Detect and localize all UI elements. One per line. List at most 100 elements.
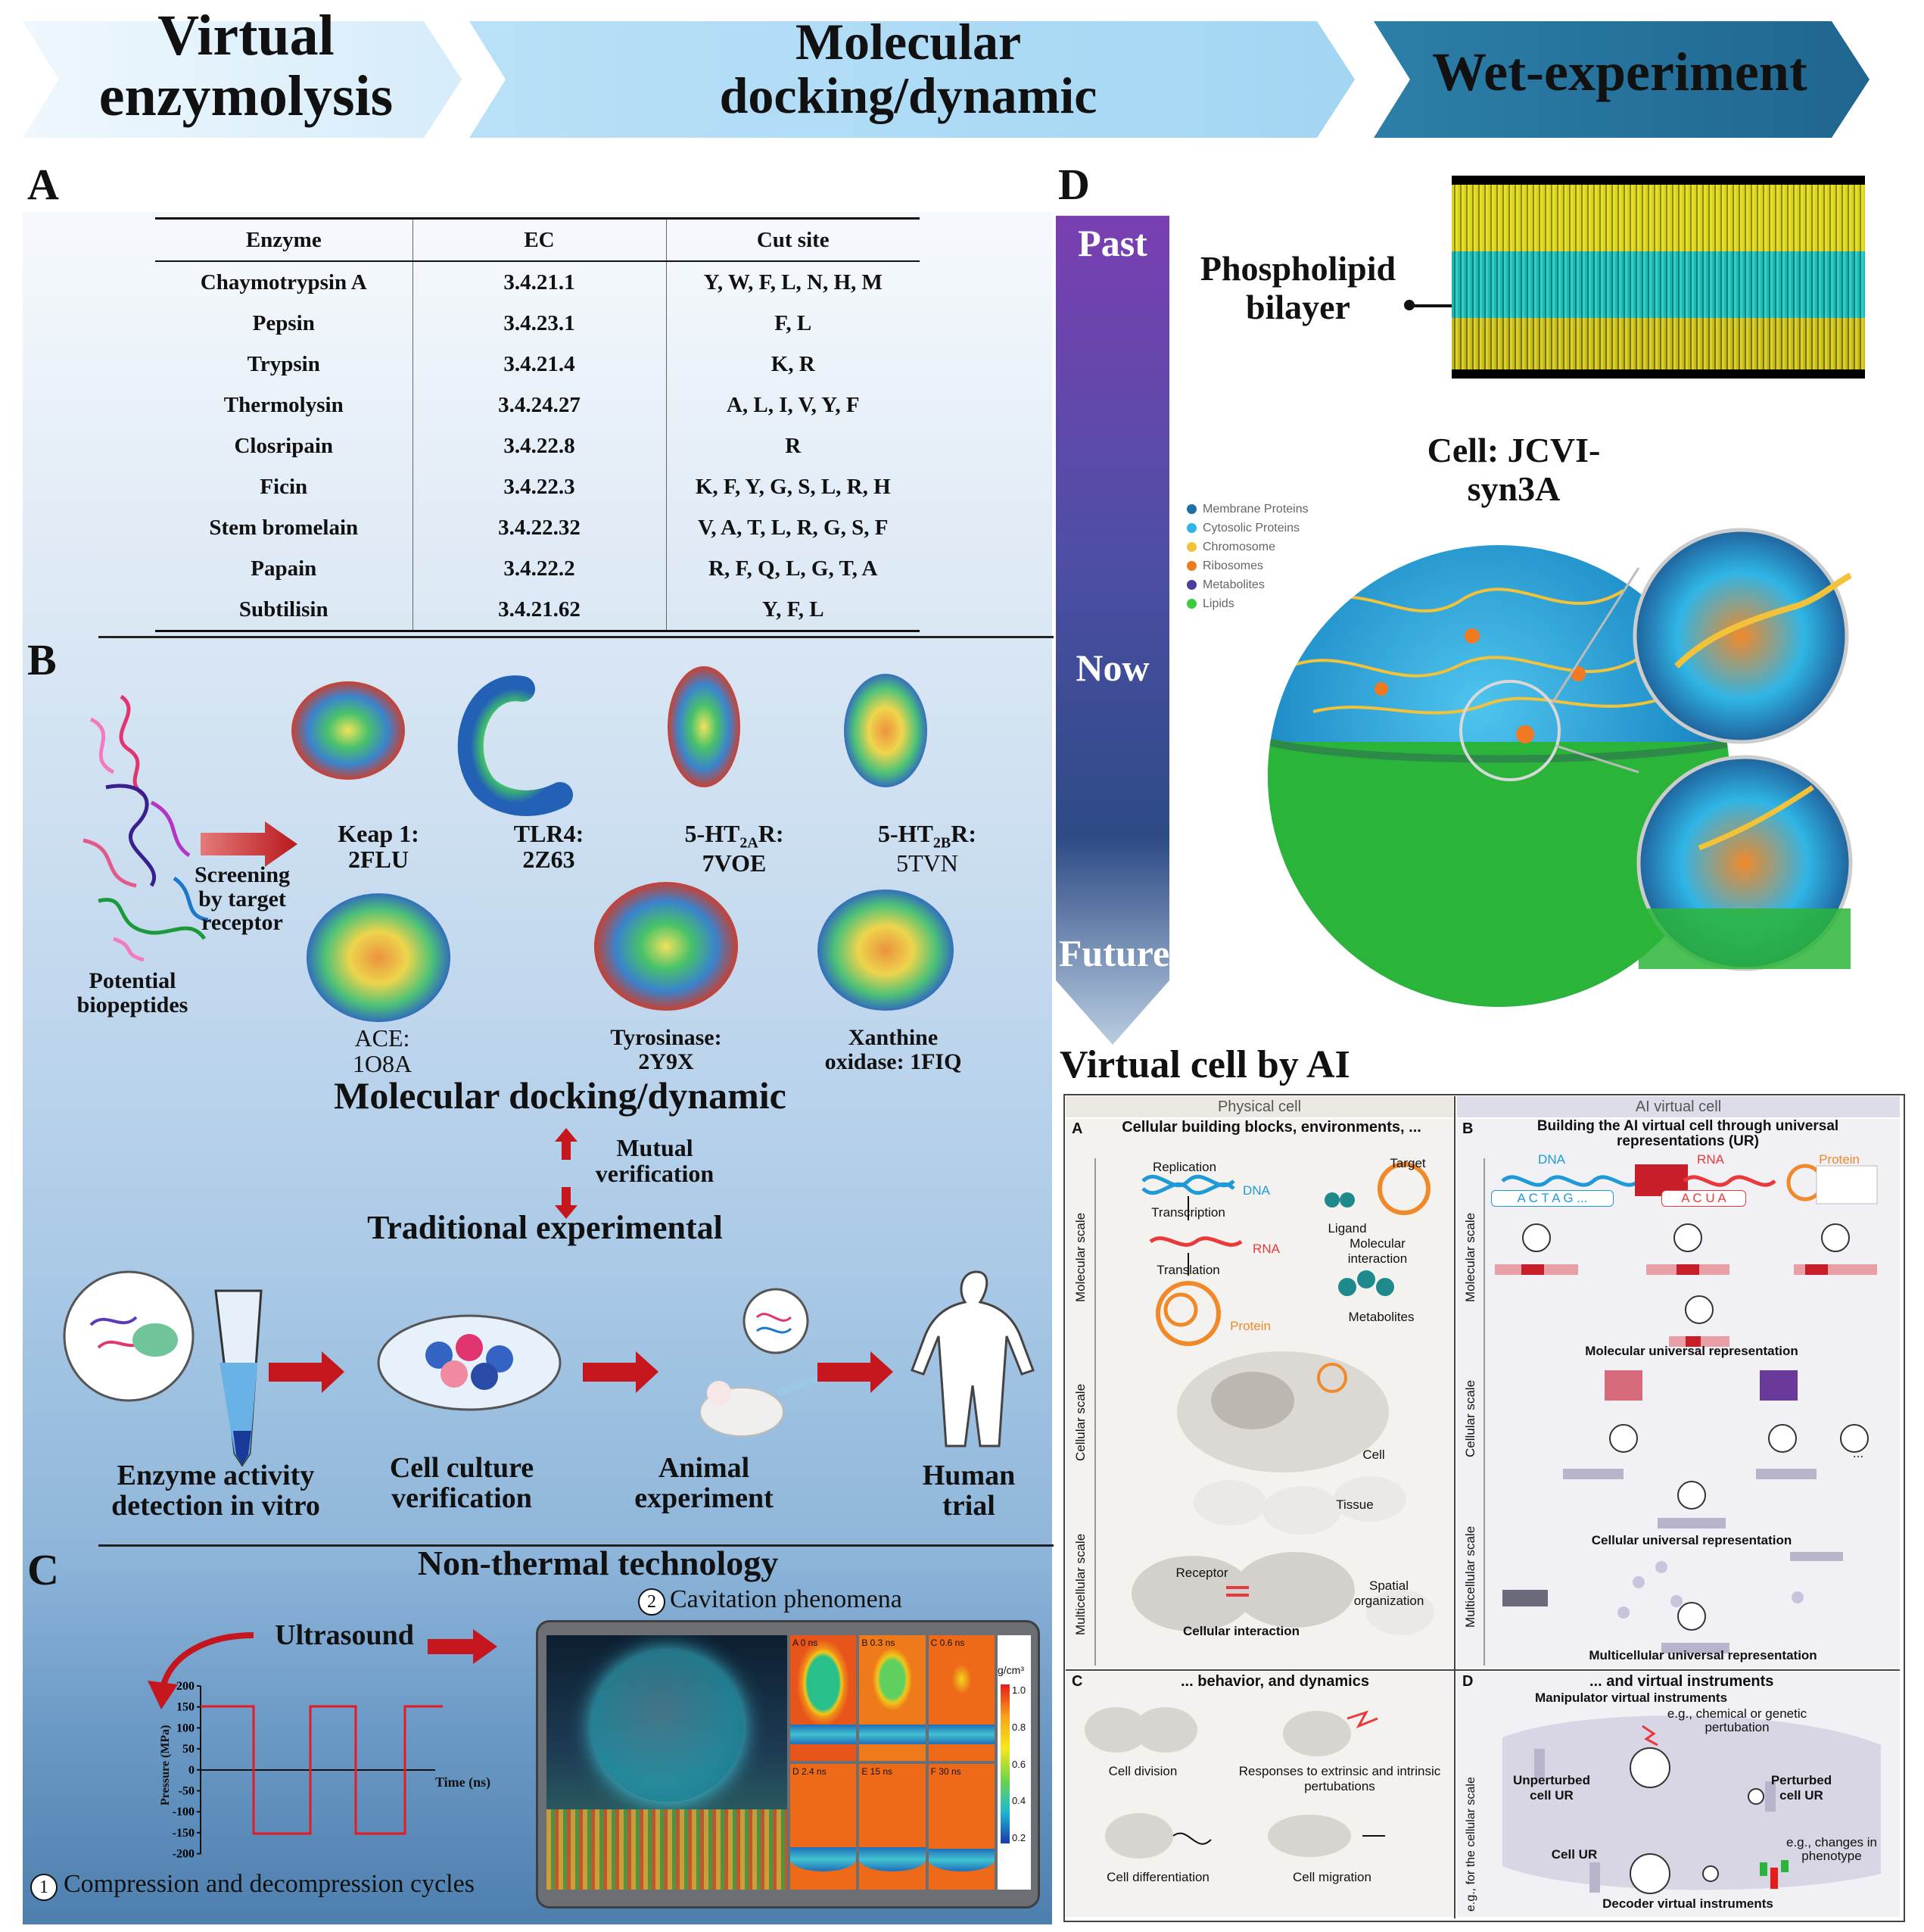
scale-bar-right: [1483, 1158, 1485, 1666]
density-frame-a: A 0 ns: [790, 1635, 857, 1761]
instr-perturbed: Perturbed cell UR: [1770, 1773, 1832, 1803]
virtual-cell-title: Virtual cell by AI: [1060, 1043, 1350, 1086]
timeline-now: Now: [1076, 647, 1150, 689]
label-target: Target: [1390, 1156, 1426, 1170]
pressure-axis-label: Pressure (MPa): [159, 1725, 172, 1806]
cell-sphere-graphic: [1268, 528, 1853, 1007]
legend-swatch: [1187, 561, 1197, 572]
label-molecular-interaction: Molecular interaction: [1347, 1236, 1408, 1266]
table-cell: 3.4.21.1: [412, 261, 666, 303]
density-frame-e: E 15 ns: [859, 1764, 926, 1890]
ai-label-dna: DNA: [1538, 1152, 1565, 1167]
potential-biopeptides-label: Potential biopeptides: [76, 968, 188, 1017]
receptor-tlr4-label: TLR4:2Z63: [513, 820, 584, 873]
instr-unperturbed: Unperturbed cell UR: [1513, 1773, 1590, 1803]
table-cell: Pepsin: [252, 310, 315, 335]
peptide-strands-graphic: [83, 694, 209, 961]
legend-swatch: [1187, 542, 1197, 553]
ai-virtual-cell-header: AI virtual cell: [1457, 1096, 1900, 1117]
section-a-letter: A: [1072, 1120, 1083, 1137]
legend-swatch: [1187, 523, 1197, 534]
experiment-pipeline-graphic: [63, 1270, 1035, 1467]
banner-virtual-enzymolysis: Virtual enzymolysis: [98, 4, 394, 128]
receptor-structures-graphic: [291, 666, 954, 1022]
ultrasound-arrows: [148, 1629, 497, 1709]
receptor-tyrosinase-label: Tyrosinase:2Y9X: [610, 1025, 722, 1074]
bilayer-upper-leaflet: [1452, 185, 1865, 253]
banner-arrow-1: [23, 21, 462, 138]
label-receptor: Receptor: [1175, 1566, 1228, 1580]
pressure-tick-label: -100: [173, 1806, 195, 1818]
density-frame-c: C 0.6 ns: [928, 1635, 995, 1761]
behavior-dynamics-graphic: [1085, 1707, 1385, 1859]
ai-label-protein: Protein: [1819, 1152, 1860, 1167]
bilayer-surface: [546, 1809, 787, 1890]
label-transcription: Transcription: [1151, 1205, 1225, 1220]
legend-item: Lipids: [1187, 594, 1309, 613]
legend-item: Metabolites: [1187, 575, 1309, 594]
ai-label-ellipsis: ...: [1852, 1446, 1864, 1460]
behav-responses: Responses to extrinsic and intrinsic per…: [1238, 1764, 1441, 1793]
panel-label-a: A: [27, 160, 59, 209]
ai-label-dna-seq: A C T A G ...: [1491, 1190, 1614, 1207]
legend-item: Ribosomes: [1187, 556, 1309, 575]
divider-a-b: [98, 636, 1054, 638]
network-node: [1673, 1223, 1702, 1252]
scale-multicellular-right: Multicellular scale: [1463, 1525, 1477, 1628]
pressure-tick-label: 50: [182, 1743, 195, 1756]
legend-label: Membrane Proteins: [1203, 503, 1309, 516]
physical-cell-graphic: [1132, 1162, 1434, 1635]
legend-label: Cytosolic Proteins: [1203, 522, 1300, 534]
table-cell: Ficin: [260, 474, 308, 499]
pressure-tick-label: -50: [179, 1785, 195, 1798]
table-cell: Y, F, L: [665, 589, 920, 632]
label-protein-physical: Protein: [1230, 1319, 1271, 1333]
label-translation: Translation: [1157, 1263, 1220, 1277]
mutual-verification-label: Mutual verification: [595, 1134, 714, 1187]
label-tissue: Tissue: [1336, 1497, 1374, 1512]
instr-phenotype: e.g., changes in phenotype: [1785, 1835, 1878, 1863]
network-node: [1821, 1223, 1850, 1252]
cavitation-bubble: [592, 1650, 743, 1802]
legend-swatch: [1187, 580, 1197, 591]
pressure-tick-label: -150: [173, 1827, 195, 1840]
network-node: [1522, 1223, 1551, 1252]
receptor-keap1-label: Keap 1:2FLU: [338, 820, 419, 873]
scale-multicellular-left: Multicellular scale: [1073, 1533, 1088, 1635]
timeline-arrow: [1056, 216, 1169, 1045]
table-cell: 3.4.21.4: [412, 344, 666, 385]
step-enzyme-activity: Enzyme activity detection in vitro: [111, 1460, 320, 1522]
density-frame-f: F 30 ns: [928, 1764, 995, 1890]
cavitation-number: 2: [647, 1592, 656, 1612]
step-human-trial: Human trial: [922, 1460, 1016, 1522]
cavitation-label: Cavitation phenomena: [670, 1585, 902, 1613]
section-d-letter: D: [1462, 1673, 1474, 1690]
ai-label-cellular-ur: Cellular universal representation: [1591, 1533, 1792, 1547]
colorbar-unit: g/cm³: [998, 1664, 1024, 1676]
pressure-tick-label: -200: [173, 1848, 195, 1859]
time-axis-label: Time (ns): [435, 1775, 491, 1790]
label-cellular-interaction: Cellular interaction: [1183, 1624, 1300, 1638]
table-header-2: Cut site: [665, 217, 920, 262]
compression-number: 1: [39, 1877, 48, 1897]
table-cell: Closripain: [234, 433, 334, 458]
instr-decoder: Decoder virtual instruments: [1602, 1896, 1773, 1911]
non-thermal-title: Non-thermal technology: [417, 1544, 779, 1582]
virtual-instruments-graphic: [1502, 1715, 1881, 1894]
label-rna-physical: RNA: [1253, 1242, 1280, 1256]
scale-bar-left: [1094, 1158, 1096, 1666]
pressure-tick-label: 0: [188, 1764, 195, 1777]
table-cell: R, F, Q, L, G, T, A: [665, 548, 920, 589]
panel-label-c: C: [27, 1545, 59, 1594]
pressure-tick-label: 150: [176, 1701, 195, 1714]
scale-molecular-left: Molecular scale: [1073, 1212, 1088, 1302]
table-cell: 3.4.22.32: [412, 507, 666, 548]
table-cell: Thermolysin: [223, 392, 344, 417]
row-divider: [1066, 1669, 1900, 1671]
network-node: [1840, 1424, 1869, 1453]
receptor-5ht2b-label: 5-HT2BR:5TVN: [878, 820, 976, 877]
